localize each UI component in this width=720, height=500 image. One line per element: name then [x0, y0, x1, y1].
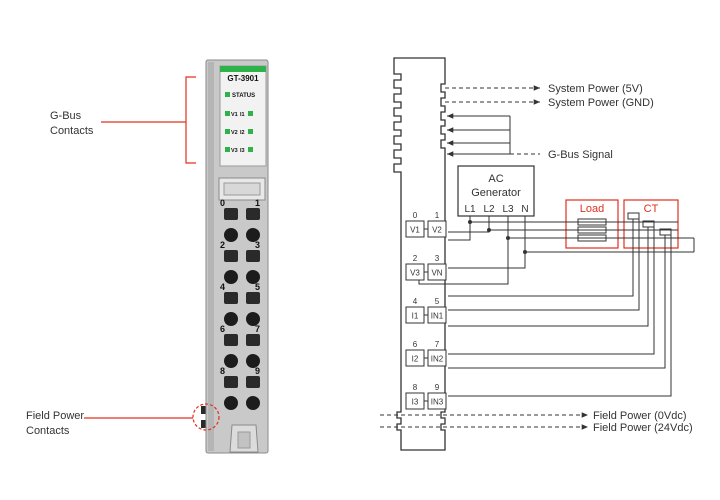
terminal-1: 1	[246, 198, 260, 242]
terminal-3: 3	[246, 240, 260, 284]
terminal-number: 8	[220, 366, 225, 376]
module-model: GT-3901	[227, 74, 259, 83]
terminal-number: 2	[220, 240, 225, 250]
phase-n: N	[521, 204, 528, 215]
terminal-number: 1	[435, 211, 440, 220]
bottom-lever	[229, 424, 259, 453]
terminal-number: 6	[220, 324, 225, 334]
module-outline	[393, 57, 446, 451]
terminal-6: 6	[220, 324, 238, 368]
led-row-3: V3 I3	[225, 147, 253, 154]
svg-text:Load: Load	[580, 203, 604, 215]
terminal-label: IN3	[431, 398, 444, 407]
system-power-5v-label: System Power (5V)	[548, 83, 643, 95]
status-label: STATUS	[232, 93, 255, 99]
terminal-number: 3	[435, 254, 440, 263]
field-power-callout-line1: Field Power	[26, 410, 84, 422]
led-row-1: V1 I1	[225, 111, 253, 118]
model-stripe	[220, 66, 266, 72]
terminal-9: 9	[246, 366, 260, 410]
svg-text:I1: I1	[240, 112, 245, 118]
terminal-block: 0 1 2 3 4 5 6 7 8 9	[220, 198, 260, 410]
release-latch	[218, 177, 266, 201]
wiring-schematic: System Power (5V) System Power (GND) G-B…	[380, 57, 695, 451]
gbus-callout-line1: G-Bus	[50, 110, 82, 122]
load-box: Load	[565, 199, 619, 249]
terminal-0: 0	[220, 198, 238, 242]
svg-text:V1: V1	[231, 112, 238, 118]
terminal-number: 7	[435, 340, 440, 349]
field-power-highlight-ring	[192, 403, 220, 431]
terminal-label: V2	[432, 226, 442, 235]
field-power-callout: Field Power Contacts	[26, 403, 220, 437]
terminal-pair-1: V3 2VN 3	[405, 254, 447, 281]
wires	[418, 216, 695, 397]
gbus-callout-line2: Contacts	[50, 125, 94, 137]
terminal-8: 8	[220, 366, 238, 410]
svg-text:CT: CT	[644, 203, 659, 215]
gbus-signal-label: G-Bus Signal	[548, 149, 613, 161]
terminal-number: 9	[255, 366, 260, 376]
wire-junctions	[468, 220, 527, 254]
svg-text:AC: AC	[488, 173, 503, 185]
terminal-label: I1	[412, 312, 419, 321]
terminal-5: 5	[246, 282, 260, 326]
field-power-contact-pins	[201, 406, 208, 428]
terminal-number: 9	[435, 383, 440, 392]
terminal-number: 2	[413, 254, 418, 263]
io-module-illustration: GT-3901 STATUS V1 I1 V2 I2 V3 I3	[201, 59, 269, 454]
terminal-number: 3	[255, 240, 260, 250]
phase-l2: L2	[483, 204, 495, 215]
terminal-7: 7	[246, 324, 260, 368]
terminal-number: 6	[413, 340, 418, 349]
led-row-2: V2 I2	[225, 129, 253, 136]
svg-text:V2: V2	[231, 130, 238, 136]
ac-generator: AC Generator L1 L2 L3 N	[457, 165, 535, 217]
terminal-2: 2	[220, 240, 238, 284]
system-power-gnd-label: System Power (GND)	[548, 97, 654, 109]
field-power-24v-label: Field Power (24Vdc)	[593, 422, 693, 434]
ct-box: CT	[623, 199, 679, 249]
phase-l1: L1	[464, 204, 476, 215]
terminal-number: 5	[435, 297, 440, 306]
terminal-number: 8	[413, 383, 418, 392]
terminal-label: VN	[431, 269, 442, 278]
terminal-label: I3	[412, 398, 419, 407]
terminal-number: 5	[255, 282, 260, 292]
terminal-label: V1	[410, 226, 420, 235]
svg-text:I3: I3	[240, 148, 245, 154]
terminal-number: 0	[413, 211, 418, 220]
terminal-number: 1	[255, 198, 260, 208]
field-power-0v-label: Field Power (0Vdc)	[593, 410, 687, 422]
terminal-label: I2	[412, 355, 419, 364]
terminal-4: 4	[220, 282, 238, 326]
gbus-signal-lines	[447, 113, 540, 157]
svg-text:Generator: Generator	[471, 187, 521, 199]
field-power-callout-line2: Contacts	[26, 425, 70, 437]
terminal-number: 7	[255, 324, 260, 334]
phase-l3: L3	[502, 204, 514, 215]
terminal-label: V3	[410, 269, 420, 278]
terminal-pair-0: V1 0V2 1	[405, 211, 447, 238]
gbus-callout: G-Bus Contacts	[50, 76, 196, 164]
status-led	[225, 92, 230, 97]
svg-text:I2: I2	[240, 130, 245, 136]
terminal-label: IN2	[431, 355, 444, 364]
terminal-number: 4	[220, 282, 225, 292]
terminal-label: IN1	[431, 312, 444, 321]
terminal-number: 0	[220, 198, 225, 208]
module-label-panel: GT-3901 STATUS V1 I1 V2 I2 V3 I3	[219, 65, 267, 167]
svg-text:V3: V3	[231, 148, 238, 154]
terminal-number: 4	[413, 297, 418, 306]
